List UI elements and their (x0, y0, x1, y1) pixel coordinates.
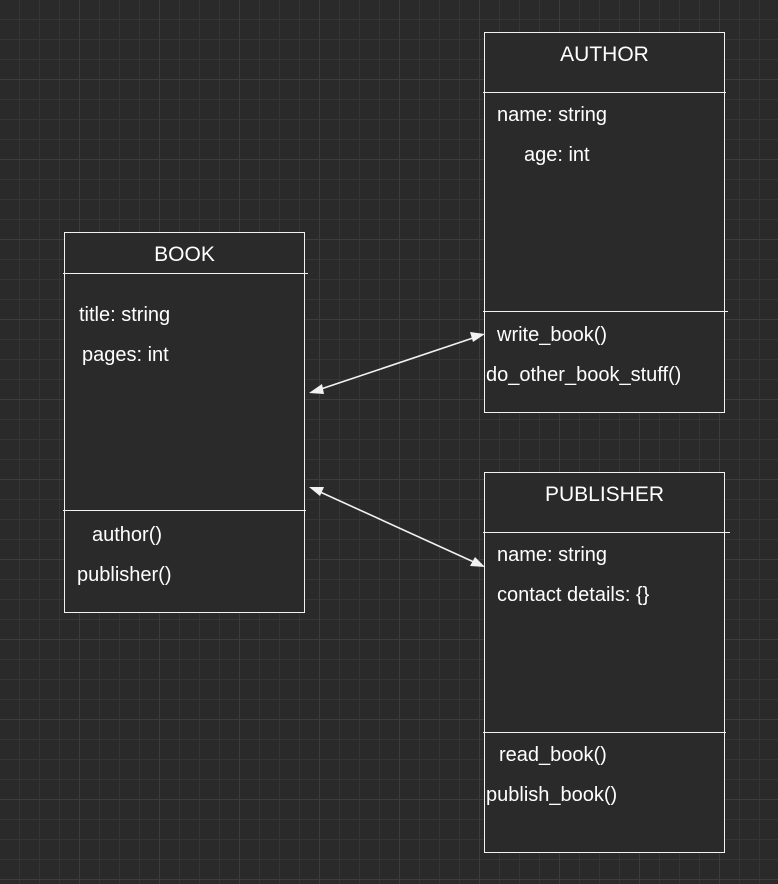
author-method: write_book() (497, 324, 608, 346)
book-header-divider (63, 273, 308, 274)
book-method: publisher() (77, 564, 172, 586)
author-class-name: AUTHOR (560, 43, 649, 66)
book-attribute: title: string (79, 304, 171, 326)
arrowhead-icon (470, 332, 485, 342)
author-method: do_other_book_stuff() (486, 364, 682, 386)
book-attribute: pages: int (82, 344, 169, 366)
publisher-method: read_book() (499, 744, 607, 766)
author-attribute: name: string (497, 104, 608, 126)
publisher-class-box[interactable]: PUBLISHER name: string contact details: … (483, 472, 730, 853)
book-method: author() (92, 524, 163, 546)
author-methods-divider (483, 311, 728, 312)
book-class-name: BOOK (154, 243, 215, 266)
publisher-class-name: PUBLISHER (544, 483, 665, 506)
book-class-box[interactable]: BOOK title: string pages: int author() p… (63, 232, 308, 613)
arrowhead-icon (470, 557, 485, 567)
book-publisher-association[interactable] (309, 487, 485, 567)
book-author-association[interactable] (309, 332, 485, 394)
book-methods-divider (63, 510, 306, 511)
publisher-attribute: name: string (497, 544, 608, 566)
author-header-divider (483, 92, 726, 93)
publisher-methods-divider (483, 732, 726, 733)
author-class-box[interactable]: AUTHOR name: string age: int write_book(… (483, 32, 728, 413)
arrowhead-icon (309, 487, 324, 496)
publisher-header-divider (483, 532, 730, 533)
publisher-attribute: contact details: {} (497, 584, 650, 606)
author-attribute: age: int (524, 144, 590, 166)
publisher-method: publish_book() (486, 784, 618, 806)
arrowhead-icon (309, 384, 324, 394)
